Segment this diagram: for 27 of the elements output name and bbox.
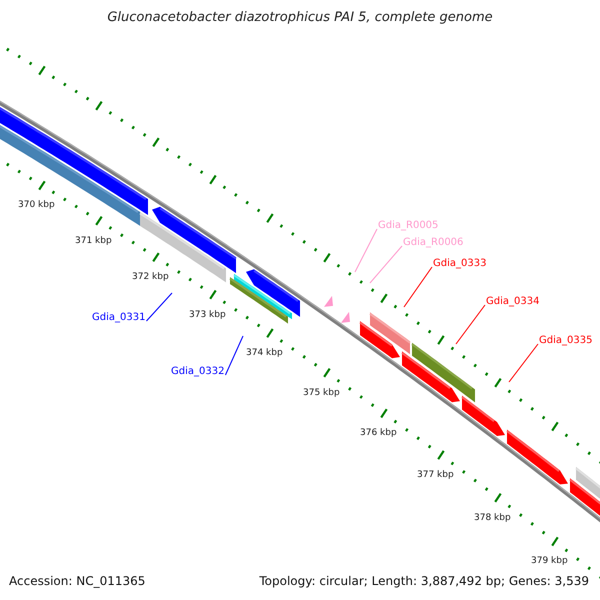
tick-label: 370 kbp	[18, 201, 55, 210]
gene-label: Gdia_0333	[433, 259, 486, 269]
tick-label: 378 kbp	[474, 514, 511, 523]
accession-text: Accession: NC_011365	[9, 575, 146, 587]
tick-label: 372 kbp	[132, 273, 169, 282]
tick-label: 371 kbp	[75, 236, 112, 246]
tick-label: 373 kbp	[189, 310, 226, 320]
tick-label: 374 kbp	[246, 349, 283, 358]
leader-line	[404, 266, 432, 308]
tick-label: 379 kbp	[531, 557, 568, 566]
tick-label: 377 kbp	[417, 471, 454, 480]
gene-label: Gdia_0332	[171, 367, 224, 377]
leader-line	[456, 304, 486, 344]
gene-label: Gdia_R0006	[403, 238, 464, 248]
map-title: Gluconacetobacter diazotrophicus PAI 5, complete genome	[106, 11, 494, 24]
gene-label: Gdia_0331	[92, 313, 146, 323]
leader-line	[354, 228, 378, 272]
gene-label: Gdia_R0005	[378, 221, 438, 231]
gene-label: Gdia_0335	[539, 336, 592, 346]
genome-summary-text: Topology: circular; Length: 3,887,492 bp; Genes: 3,539	[259, 575, 589, 587]
gene-label: Gdia_0334	[486, 297, 540, 307]
tick-label: 376 kbp	[360, 429, 397, 438]
leader-line	[146, 292, 172, 322]
leader-line	[224, 336, 244, 376]
tick-label: 375 kbp	[303, 388, 340, 398]
leader-line	[508, 344, 538, 382]
leader-line	[370, 246, 402, 284]
